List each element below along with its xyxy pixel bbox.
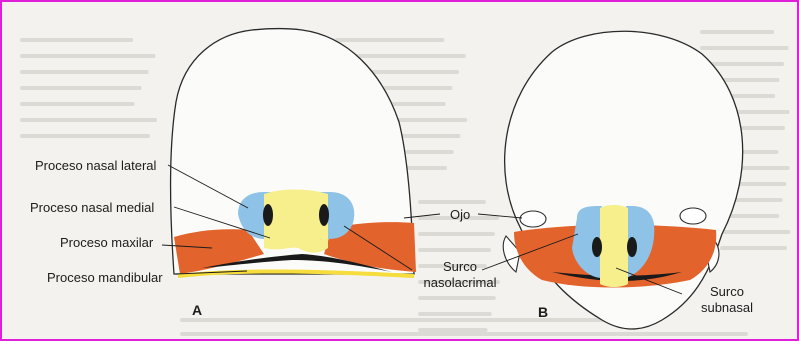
medial-nasal-b [600, 205, 628, 287]
label-nasolacrimal-groove-line1: Surco [420, 259, 500, 274]
label-subnasal-groove-line2: subnasal [692, 300, 762, 315]
nasal-pit-right-b [627, 237, 637, 257]
nasal-pit-left-a [263, 204, 273, 226]
nasal-pit-right-a [319, 204, 329, 226]
medial-nasal-a [264, 190, 328, 253]
label-lateral-nasal-process: Proceso nasal lateral [35, 158, 156, 173]
embryo-a [171, 29, 417, 279]
panel-label-a: A [192, 303, 202, 318]
label-medial-nasal-process: Proceso nasal medial [30, 200, 154, 215]
label-subnasal-groove-line1: Surco [692, 284, 762, 299]
nasal-pit-left-b [592, 237, 602, 257]
label-eye: Ojo [450, 207, 470, 222]
label-maxillary-process: Proceso maxilar [60, 235, 153, 250]
eye-left-b [520, 211, 546, 227]
label-nasolacrimal-groove-line2: nasolacrimal [420, 275, 500, 290]
eye-right-b [680, 208, 706, 224]
panel-label-b: B [538, 305, 548, 320]
label-mandibular-process: Proceso mandibular [47, 270, 163, 285]
